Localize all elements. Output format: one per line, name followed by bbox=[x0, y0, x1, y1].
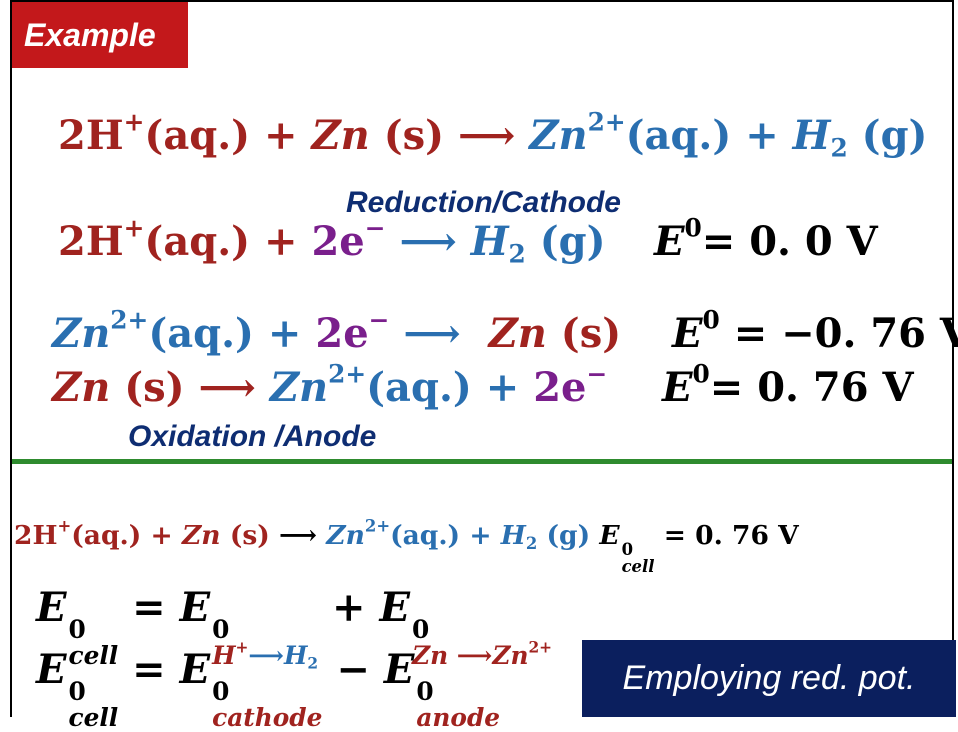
slide-frame bbox=[10, 0, 954, 717]
oxidation-half-reaction: Zn (s) ⟶ Zn2+(aq.) + 2e− bbox=[52, 359, 608, 411]
zn-reduction-reaction: Zn2+(aq.) + 2e− ⟶ Zn (s) bbox=[52, 305, 622, 357]
overall-reactant-h: 2H+(aq.) bbox=[58, 107, 251, 159]
reduction-potential: E0= 0. 0 V bbox=[654, 213, 878, 265]
cell-reaction: 2H+(aq.) + Zn (s) ⟶ Zn2+(aq.) + H2 (g) E… bbox=[14, 516, 799, 577]
oxidation-potential: E0= 0. 76 V bbox=[662, 359, 914, 411]
overall-reaction: 2H+(aq.) + Zn (s) ⟶ Zn2+(aq.) + H2 (g) bbox=[58, 107, 928, 163]
overall-reactant-zn: Zn (s) bbox=[311, 112, 445, 159]
example-tag: Example bbox=[12, 2, 188, 68]
reduction-half-reaction: 2H+(aq.) + 2e− ⟶ H2 (g) bbox=[58, 213, 606, 269]
method-box: Employing red. pot. bbox=[582, 640, 956, 717]
section-divider bbox=[12, 459, 952, 464]
overall-product-zn: Zn2+(aq.) bbox=[529, 107, 732, 159]
oxidation-label: Oxidation /Anode bbox=[128, 420, 377, 453]
overall-arrow: ⟶ bbox=[458, 112, 516, 159]
overall-product-h2: H2 (g) bbox=[792, 112, 928, 163]
reduction-label: Reduction/Cathode bbox=[346, 186, 621, 219]
zn-reduction-potential: E0 = −0. 76 V bbox=[672, 305, 958, 357]
